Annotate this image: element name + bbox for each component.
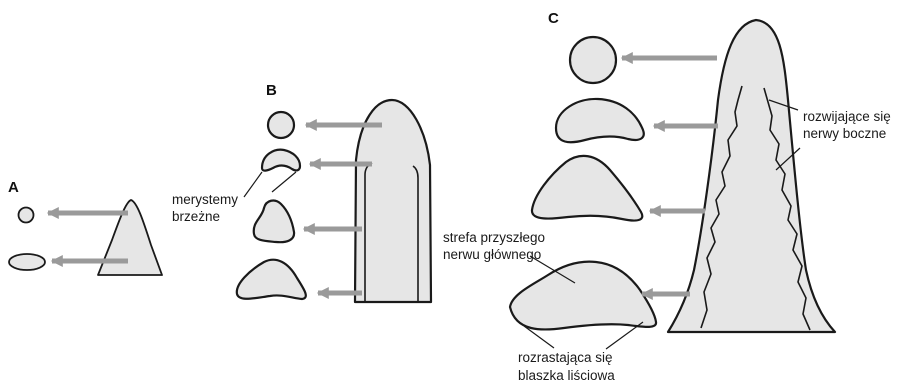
panel-c-leaf bbox=[668, 20, 835, 332]
panel-c-section-4 bbox=[510, 262, 656, 330]
panel-c-section-1 bbox=[570, 37, 616, 83]
label-growing-blade: rozrastająca się blaszka liściowa bbox=[518, 350, 616, 383]
panel-a-section-top bbox=[19, 208, 34, 223]
label-future-midrib: strefa przyszłego nerwu głównego bbox=[443, 230, 549, 262]
panel-c-leader-blade-2 bbox=[606, 322, 643, 349]
panel-b-section-2 bbox=[262, 150, 300, 171]
panel-b-leader-2 bbox=[272, 172, 296, 192]
panel-c-section-2 bbox=[556, 99, 644, 142]
label-meristems: merystemy brzeżne bbox=[172, 192, 242, 224]
panel-b-section-1 bbox=[268, 112, 294, 138]
panel-b-section-3 bbox=[254, 201, 294, 243]
panel-b-section-4 bbox=[237, 260, 306, 299]
label-lateral-veins: rozwijające się nerwy boczne bbox=[803, 109, 895, 141]
panel-c: C rozwijające się nerwy boczne strefa pr… bbox=[443, 10, 895, 383]
panel-b-leaf-primordium bbox=[355, 100, 431, 302]
panel-a: A bbox=[8, 179, 162, 275]
panel-b-letter: B bbox=[266, 82, 277, 99]
panel-c-section-3 bbox=[532, 156, 642, 221]
panel-b-leader-1 bbox=[244, 172, 262, 197]
panel-b: B merystemy brzeżne bbox=[172, 82, 431, 302]
panel-a-section-bottom bbox=[9, 254, 45, 270]
panel-c-letter: C bbox=[548, 10, 559, 27]
panel-a-letter: A bbox=[8, 179, 19, 196]
